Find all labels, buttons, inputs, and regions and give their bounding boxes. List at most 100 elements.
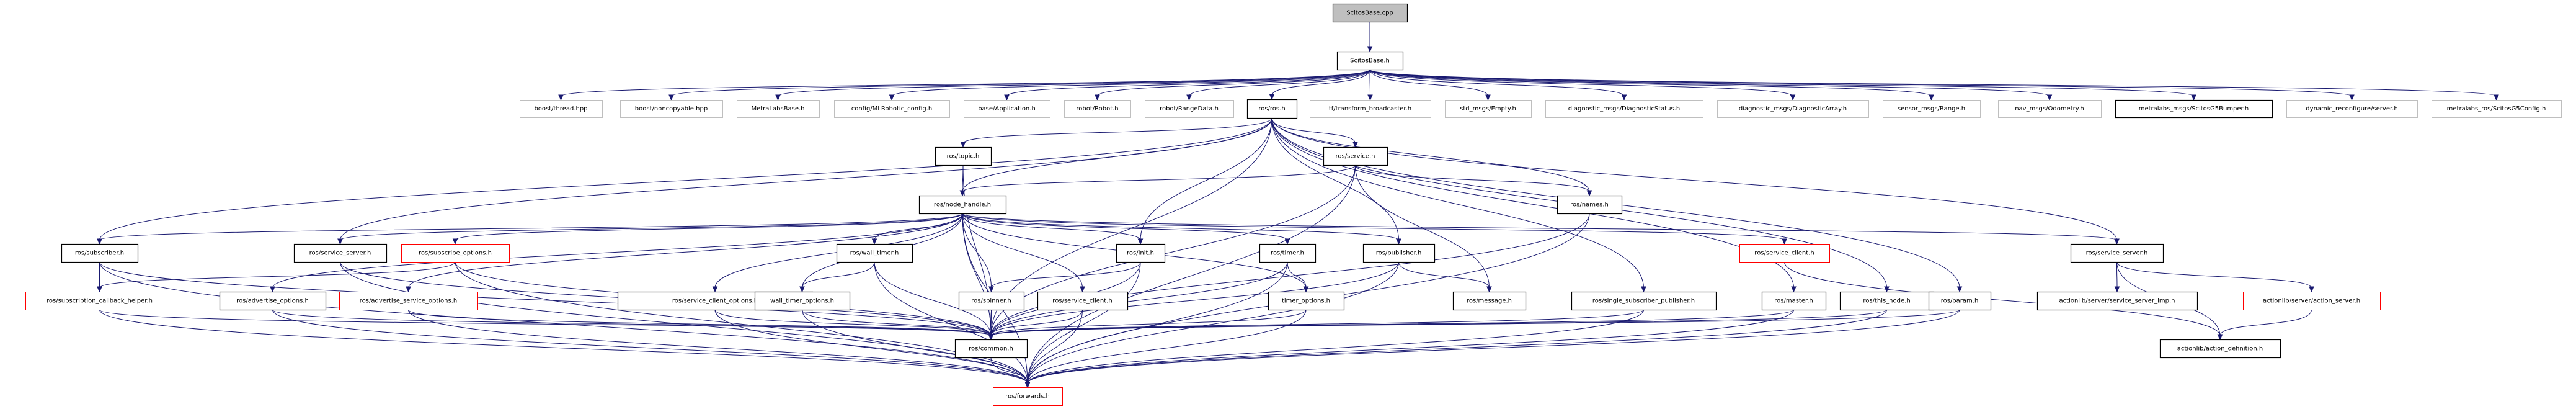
arrowhead-icon [337, 238, 343, 245]
arrowhead-icon [1269, 94, 1275, 101]
node-box [2243, 292, 2381, 310]
node-ros-subscription-callback-helper-h[interactable]: ros/subscription_callback_helper.h [25, 292, 174, 310]
node-ros-service-server-h[interactable]: ros/service_server.h [2070, 243, 2164, 263]
arrowhead-icon [1284, 238, 1290, 245]
arrowhead-icon [799, 286, 805, 293]
node-box [964, 100, 1050, 118]
edge-ros-master-h-to-ros-forwards-h [1027, 309, 1794, 384]
node-ros-init-h[interactable]: ros/init.h [1116, 243, 1166, 263]
node-label: boost/noncopyable.hpp [635, 106, 708, 112]
node-label: actionlib/action_definition.h [2177, 346, 2263, 353]
edge-ros-advertise-service-options-h-to-ros-forwards-h [408, 309, 1028, 384]
edge-scitosbase-h-to-boost-thread-hpp [561, 69, 1370, 97]
node-sensor-msgs-range-h: sensor_msgs/Range.h [1883, 100, 1981, 118]
node-label: base/Application.h [978, 106, 1036, 112]
edge-ros-service-client-h-to-actionlib-action-definition-h [1784, 261, 2221, 336]
node-ros-master-h[interactable]: ros/master.h [1761, 291, 1827, 311]
edge-scitosbase-h-to-robot-robot-h [1097, 69, 1370, 97]
edge-ros-timer-h-to-ros-common-h [990, 261, 1288, 336]
node-box [918, 195, 1007, 215]
node-label: ros/spinner.h [971, 298, 1011, 305]
node-ros-timer-h[interactable]: ros/timer.h [1259, 243, 1317, 263]
node-label: ros/single_subscriber_publisher.h [1592, 298, 1695, 305]
arrowhead-icon [1621, 94, 1627, 101]
edge-ros-service-h-to-ros-node-handle-h [962, 164, 1356, 192]
node-label: ros/master.h [1774, 298, 1813, 305]
node-ros-subscriber-h[interactable]: ros/subscriber.h [61, 243, 139, 263]
node-label: nav_msgs/Odometry.h [2015, 106, 2084, 112]
node-actionlib-server-service-server-imp-h[interactable]: actionlib/server/service_server_imp.h [2036, 291, 2198, 311]
node-actionlib-server-action-server-h[interactable]: actionlib/server/action_server.h [2243, 292, 2381, 310]
node-ros-service-client-h[interactable]: ros/service_client.h [1037, 291, 1129, 311]
node-ros-spinner-h[interactable]: ros/spinner.h [958, 291, 1025, 311]
edge-wall-timer-options-h-to-ros-common-h [802, 309, 992, 336]
node-box [2036, 291, 2198, 311]
node-scitosbase-h[interactable]: ScitosBase.h [1336, 51, 1404, 71]
node-actionlib-action-definition-h[interactable]: actionlib/action_definition.h [2159, 339, 2281, 359]
edge-ros-node-handle-h-to-ros-service-server-h [962, 213, 2117, 241]
node-ros-message-h[interactable]: ros/message.h [1452, 291, 1527, 311]
node-ros-single-subscriber-publisher-h[interactable]: ros/single_subscriber_publisher.h [1571, 291, 1717, 311]
node-ros-names-h[interactable]: ros/names.h [1557, 195, 1623, 215]
node-box [339, 292, 478, 310]
node-timer-options-h[interactable]: timer_options.h [1268, 291, 1345, 311]
node-ros-ros-h[interactable]: ros/ros.h [1246, 99, 1298, 119]
node-metralabs-msgs-scitosg5bumper-h[interactable]: metralabs_msgs/ScitosG5Bumper.h [2115, 99, 2273, 119]
node-ros-node-handle-h[interactable]: ros/node_handle.h [918, 195, 1007, 215]
arrowhead-icon [1080, 286, 1085, 293]
arrowhead-icon [2114, 286, 2120, 293]
node-label: metralabs_ros/ScitosG5Config.h [2447, 106, 2546, 112]
node-box [61, 243, 139, 263]
node-wall-timer-options-h[interactable]: wall_timer_options.h [754, 291, 851, 311]
edge-ros-subscriber-h-to-ros-forwards-h [99, 261, 1028, 384]
arrowhead-icon [988, 286, 994, 293]
edge-scitosbase-h-to-boost-noncopyable-hpp [671, 69, 1370, 97]
node-ros-forwards-h[interactable]: ros/forwards.h [993, 387, 1063, 406]
node-box [836, 243, 913, 263]
node-box [2159, 339, 2281, 359]
node-ros-publisher-h[interactable]: ros/publisher.h [1362, 243, 1436, 263]
arrowhead-icon [1352, 142, 1358, 148]
edge-ros-node-handle-h-to-ros-advertise-service-options-h [408, 213, 963, 289]
node-ros-service-client-h[interactable]: ros/service_client.h [1739, 244, 1830, 263]
edge-ros-advertise-service-options-h-to-ros-common-h [408, 309, 992, 336]
node-ros-service-server-h[interactable]: ros/service_server.h [293, 243, 388, 263]
arrowhead-icon [871, 238, 877, 245]
node-label: ros/topic.h [947, 153, 980, 160]
edge-ros-node-handle-h-to-ros-subscribe-options-h [455, 213, 963, 241]
edge-ros-init-h-to-ros-spinner-h [991, 261, 1141, 289]
node-ros-advertise-options-h[interactable]: ros/advertise_options.h [219, 291, 327, 311]
node-label: ros/param.h [1941, 298, 1979, 305]
node-scitosbase-cpp[interactable]: ScitosBase.cpp [1332, 3, 1408, 23]
node-box [954, 339, 1028, 359]
node-ros-param-h[interactable]: ros/param.h [1928, 291, 1992, 311]
node-ros-this-node-h[interactable]: ros/this_node.h [1839, 291, 1935, 311]
edge-ros-ros-h-to-ros-init-h [1140, 117, 1272, 241]
edge-scitosbase-h-to-nav-msgs-odometry-h [1369, 69, 2050, 97]
edge-scitosbase-h-to-robot-rangedata-h [1189, 69, 1370, 97]
node-label: ros/common.h [969, 346, 1013, 353]
arrowhead-icon [1782, 238, 1787, 245]
node-dynamic-reconfigure-server-h: dynamic_reconfigure/server.h [2286, 100, 2418, 118]
node-tf-transform-broadcaster-h: tf/transform_broadcaster.h [1310, 100, 1431, 118]
edge-ros-ros-h-to-ros-topic-h [962, 117, 1272, 144]
edge-ros-names-h-to-ros-common-h [990, 213, 1590, 336]
node-box [1037, 291, 1129, 311]
node-ros-topic-h[interactable]: ros/topic.h [935, 146, 992, 166]
arrowhead-icon [1641, 286, 1646, 293]
node-box [2286, 100, 2418, 118]
nodes-layer: ScitosBase.cppScitosBase.hboost/thread.h… [25, 3, 2562, 406]
edge-ros-param-h-to-ros-common-h [990, 309, 1960, 336]
node-ros-wall-timer-h[interactable]: ros/wall_timer.h [836, 243, 913, 263]
node-label: MetraLabsBase.h [751, 106, 804, 112]
edge-ros-subscriber-h-to-ros-common-h [99, 261, 992, 336]
edge-scitosbase-h-to-config-mlrobotic-config-h [891, 69, 1370, 97]
node-ros-service-h[interactable]: ros/service.h [1323, 146, 1388, 166]
node-ros-advertise-service-options-h[interactable]: ros/advertise_service_options.h [339, 292, 478, 310]
node-ros-common-h[interactable]: ros/common.h [954, 339, 1028, 359]
edge-ros-timer-h-to-timer-options-h [1287, 261, 1307, 289]
edge-ros-common-h-to-ros-forwards-h [990, 357, 1028, 384]
node-ros-subscribe-options-h[interactable]: ros/subscribe_options.h [401, 244, 510, 263]
node-box [1268, 291, 1345, 311]
